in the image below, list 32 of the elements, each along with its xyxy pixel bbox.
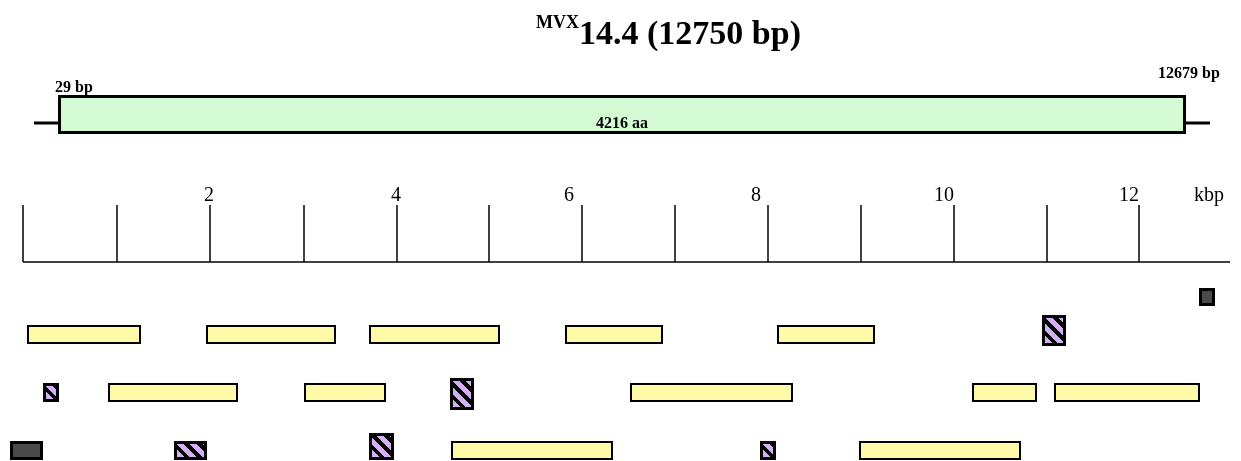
orf-bar — [630, 383, 793, 402]
orf-bar — [451, 441, 613, 460]
unit-label: kbp — [1194, 183, 1224, 206]
tick-label: 10 — [934, 183, 954, 206]
hatched-box — [43, 383, 59, 402]
orf-bar — [1054, 383, 1200, 402]
hatched-box — [760, 441, 776, 460]
bp-label: 29 bp — [55, 78, 93, 96]
orf-bar — [304, 383, 386, 402]
protein-length-label: 4216 aa — [596, 114, 648, 132]
orf-bar — [108, 383, 238, 402]
orf-bar — [972, 383, 1037, 402]
orf-bar — [859, 441, 1021, 460]
marker-box — [1199, 288, 1215, 306]
orf-bar — [369, 325, 500, 344]
marker-box — [10, 441, 43, 460]
diagram-title: $^{MVX}$14.4 (12750 bp) — [536, 14, 801, 52]
hatched-box — [1042, 315, 1066, 346]
tick-label: 4 — [391, 183, 401, 206]
orf-bar — [565, 325, 663, 344]
hatched-box — [450, 378, 474, 410]
hatched-box — [174, 441, 207, 460]
tick-label: 12 — [1119, 183, 1139, 206]
bp-label: 12679 bp — [1158, 64, 1220, 82]
orf-bar — [27, 325, 141, 344]
tick-label: 8 — [751, 183, 761, 206]
orf-bar — [206, 325, 336, 344]
hatched-box — [369, 433, 394, 460]
sequence-box — [58, 95, 1186, 134]
tick-label: 2 — [204, 183, 214, 206]
orf-bar — [777, 325, 875, 344]
tick-label: 6 — [564, 183, 574, 206]
